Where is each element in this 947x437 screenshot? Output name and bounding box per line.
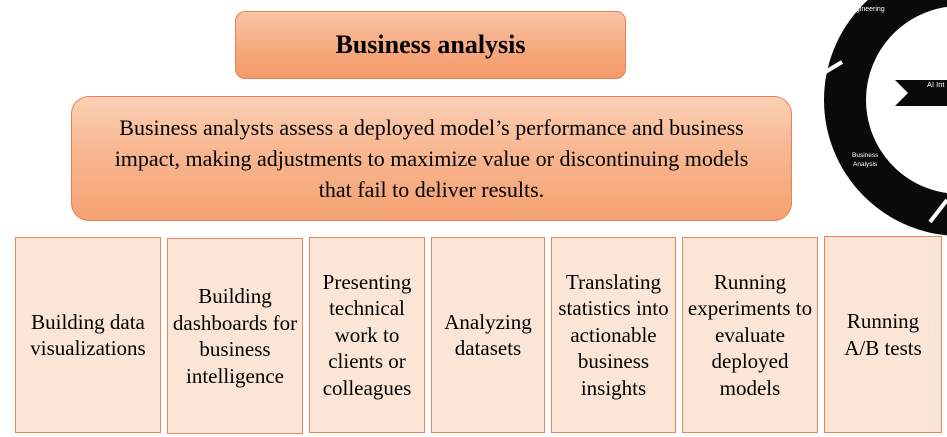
card-analyzing-datasets: Analyzing datasets	[431, 237, 545, 433]
label-ai: AI Int	[927, 80, 945, 89]
card-running-ab-tests: Running A/B tests	[824, 236, 942, 433]
card-label: Building data visualizations	[30, 309, 146, 361]
card-label: Analyzing datasets	[444, 309, 532, 361]
card-label: Translating statistics into actionable b…	[558, 269, 669, 400]
label-engineering: Engineering	[847, 6, 884, 13]
segment-divider	[810, 60, 844, 82]
card-building-data-visualizations: Building data visualizations	[15, 237, 161, 433]
card-running-experiments: Running experiments to evaluate deployed…	[682, 237, 818, 433]
ring-arrow	[895, 80, 947, 106]
segment-divider	[928, 198, 947, 224]
card-label: Running A/B tests	[844, 309, 922, 360]
card-presenting-technical-work: Presenting technical work to clients or …	[309, 237, 425, 433]
label-business-line1: Business	[852, 152, 879, 159]
card-label: Running experiments to evaluate deployed…	[687, 269, 813, 400]
card-label: Presenting technical work to clients or …	[322, 269, 412, 400]
card-label: Building dashboards for business intelli…	[172, 284, 298, 388]
title-box: Business analysis	[235, 11, 626, 79]
description-text: Business analysts assess a deployed mode…	[114, 115, 749, 202]
ring-segment	[824, 0, 947, 236]
card-translating-statistics: Translating statistics into actionable b…	[551, 237, 676, 433]
card-building-dashboards: Building dashboards for business intelli…	[167, 238, 303, 434]
label-business-line2: Analysis	[853, 161, 878, 168]
description-box: Business analysts assess a deployed mode…	[71, 96, 792, 221]
diagram-title: Business analysis	[335, 30, 526, 59]
